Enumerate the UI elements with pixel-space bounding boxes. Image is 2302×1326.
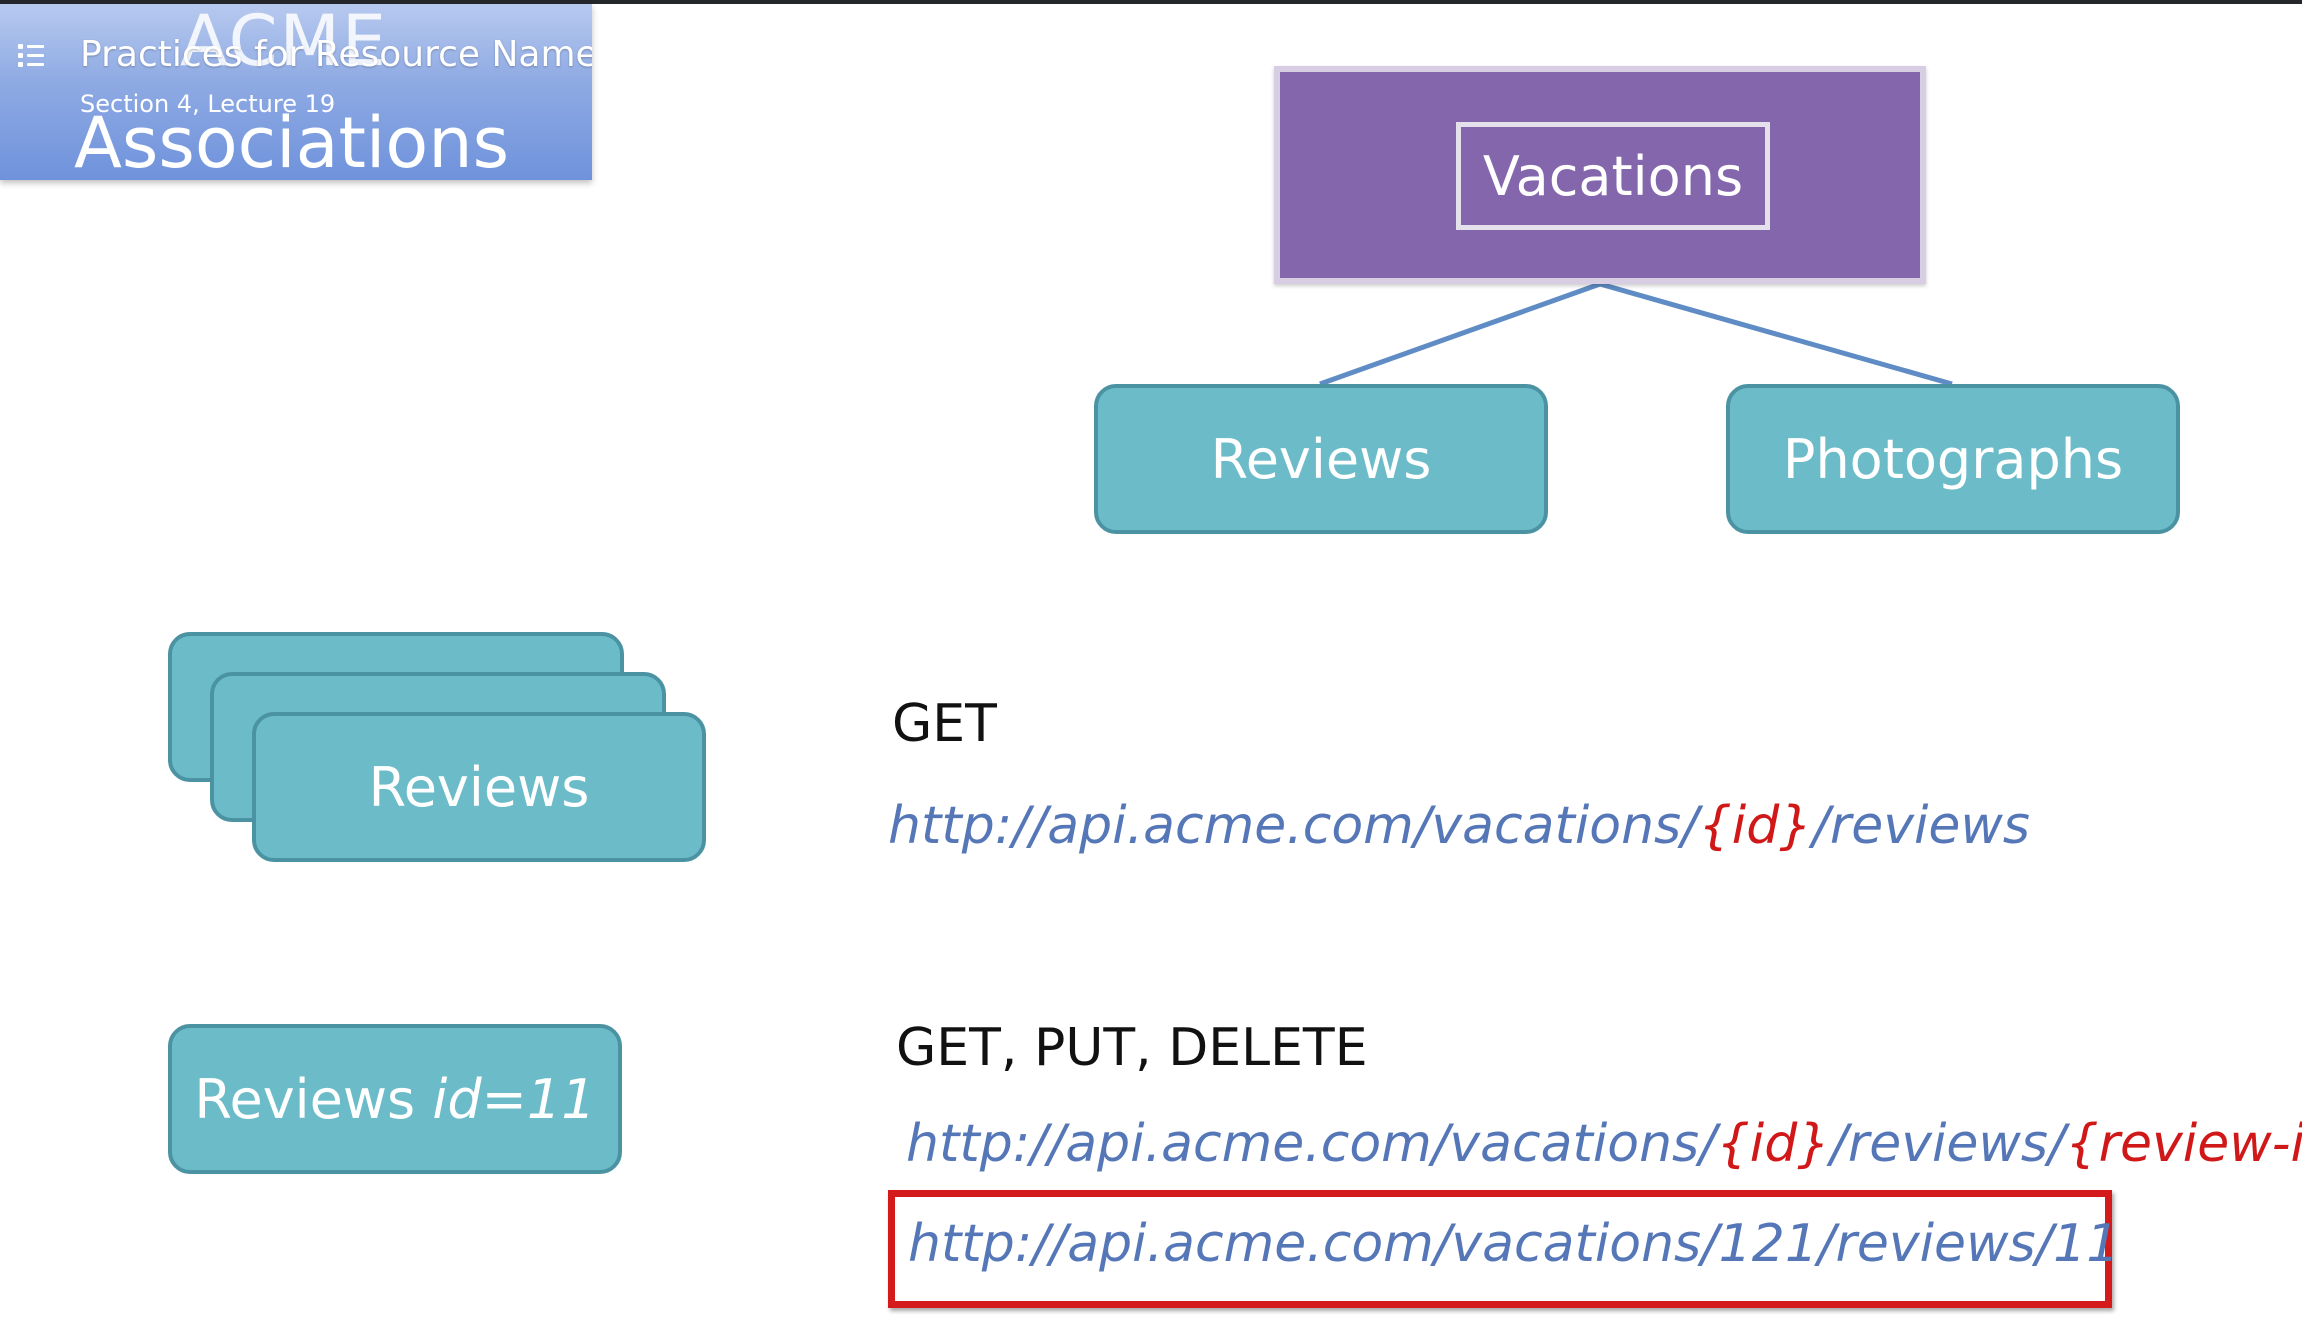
reviews-collection-box: Reviews xyxy=(252,712,706,862)
item-verbs: GET, PUT, DELETE xyxy=(896,1018,1368,1078)
lecture-section: Section 4, Lecture 19 xyxy=(80,90,336,118)
photographs-node: Photographs xyxy=(1726,384,2180,534)
collection-url: http://api.acme.com/vacations/{id}/revie… xyxy=(888,796,2031,856)
connector-reviews xyxy=(1319,281,1601,387)
top-border xyxy=(0,0,2302,4)
collection-verbs: GET xyxy=(892,694,997,754)
reviews-node: Reviews xyxy=(1094,384,1548,534)
review-item-id: id=11 xyxy=(432,1067,596,1131)
review-item-box: Reviews id=11 xyxy=(168,1024,622,1174)
player-header: ACME Associations Practices for Resource… xyxy=(0,4,592,180)
vacations-node: Vacations xyxy=(1456,122,1770,230)
example-url-highlight xyxy=(888,1190,2112,1308)
slide-banner-title: Associations xyxy=(74,102,510,180)
item-url-template: http://api.acme.com/vacations/{id}/revie… xyxy=(906,1114,2302,1174)
list-icon[interactable] xyxy=(18,42,46,68)
slide-banner-top: ACME xyxy=(180,4,389,82)
example-url: http://api.acme.com/vacations/121/review… xyxy=(908,1214,2120,1274)
connector-photographs xyxy=(1599,281,1953,387)
review-item-label: Reviews xyxy=(194,1067,433,1131)
lecture-title[interactable]: Practices for Resource Names xyxy=(80,34,592,75)
